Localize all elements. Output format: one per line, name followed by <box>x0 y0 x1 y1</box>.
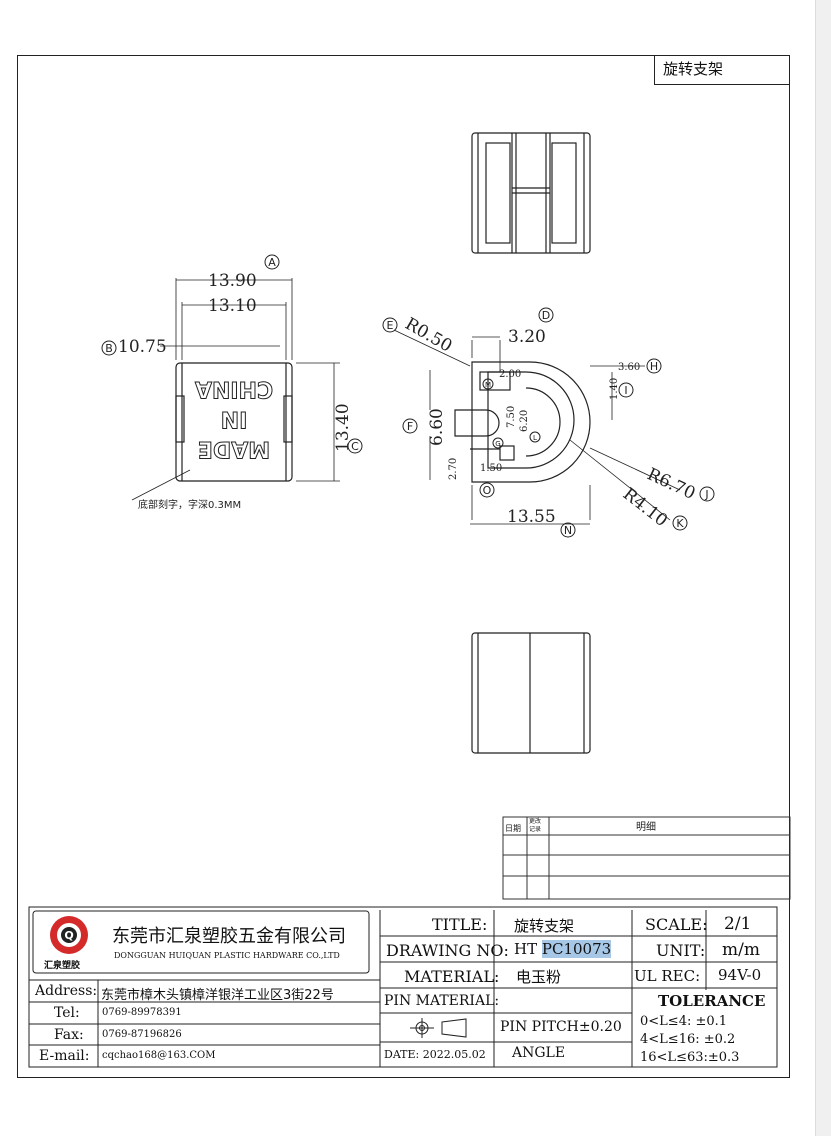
marker-b: B <box>105 342 113 355</box>
dim-g: 2.70 <box>448 458 459 480</box>
pin-pitch: PIN PITCH±0.20 <box>500 1019 622 1035</box>
tel-label: Tel: <box>54 1005 80 1021</box>
fax-value: 0769-87196826 <box>102 1029 182 1040</box>
drawing-sheet-border <box>17 55 790 1078</box>
tolerance-label: TOLERANCE <box>658 992 766 1010</box>
material-label: MATERIAL: <box>404 967 500 986</box>
dim-h: 3.60 <box>618 362 640 373</box>
ul-rec-label: UL REC: <box>634 967 701 985</box>
marker-d: D <box>542 309 550 322</box>
company-name-cn: 东莞市汇泉塑胶五金有限公司 <box>112 926 346 947</box>
tolerance-row-2: 4<L≤16: ±0.2 <box>640 1032 736 1047</box>
marker-e: E <box>387 319 394 332</box>
engraving-in: IN <box>221 406 248 431</box>
material-value: 电玉粉 <box>516 968 562 986</box>
company-name-en: DONGGUAN HUIQUAN PLASTIC HARDWARE CO.,LT… <box>114 951 340 960</box>
dim-f3: 6.20 <box>519 410 530 432</box>
dim-m: 2.00 <box>499 369 521 380</box>
email-label: E-mail: <box>39 1048 90 1064</box>
logo-text: 汇泉塑胶 <box>44 961 81 971</box>
marker-j: J <box>704 488 708 501</box>
address-label: Address: <box>35 983 98 999</box>
vertical-scrollbar[interactable] <box>815 0 831 1136</box>
marker-c: C <box>351 440 359 453</box>
dim-i: 1.40 <box>609 378 620 400</box>
ul-rec-value: 94V-0 <box>718 966 762 984</box>
engraving-made: MADE <box>198 436 270 461</box>
marker-o: O <box>483 484 492 497</box>
title-value: 旋转支架 <box>514 917 575 935</box>
dim-f2: 7.50 <box>506 406 517 428</box>
engraving-note: 底部刻字，字深0.3MM <box>138 498 241 511</box>
svg-text:Q: Q <box>64 929 73 942</box>
unit-label: UNIT: <box>656 941 706 960</box>
company-logo-icon: Q <box>50 916 88 954</box>
front-view <box>175 362 293 482</box>
side-view <box>454 361 591 483</box>
dim-j: R6.70 <box>644 464 698 504</box>
marker-a: A <box>268 256 276 269</box>
drawing-date: DATE: 2022.05.02 <box>384 1048 486 1061</box>
dim-c: 13.40 <box>333 403 353 452</box>
rev-record-label: 记录 <box>529 825 541 833</box>
fax-label: Fax: <box>54 1027 84 1043</box>
dim-a-inner: 13.10 <box>208 296 257 316</box>
tolerance-row-3: 16<L≤63:±0.3 <box>640 1050 740 1065</box>
drawing-no-label: DRAWING NO: <box>386 941 509 960</box>
scale-value: 2/1 <box>724 914 752 934</box>
dim-n: 13.55 <box>507 507 556 527</box>
marker-i: I <box>624 384 627 397</box>
projection-symbol-icon <box>410 1018 467 1038</box>
rev-detail-label: 明细 <box>636 820 656 833</box>
dim-e: R0.50 <box>402 314 456 357</box>
dim-f: 6.60 <box>427 408 447 446</box>
top-view <box>471 132 591 254</box>
marker-m: M <box>485 381 491 389</box>
marker-f: F <box>407 420 413 433</box>
rev-date-label: 日期 <box>505 824 521 833</box>
email-value: cqchao168@163.COM <box>102 1050 216 1061</box>
dim-o: 1.50 <box>480 463 502 474</box>
marker-g: G <box>495 440 500 448</box>
dim-b: 10.75 <box>118 337 167 357</box>
dim-d: 3.20 <box>508 327 546 347</box>
drawing-no-selected-text[interactable]: PC10073 <box>541 940 612 958</box>
angle-label: ANGLE <box>512 1045 566 1061</box>
tel-value: 0769-89978391 <box>102 1007 182 1018</box>
marker-k: K <box>676 517 684 530</box>
title-label: TITLE: <box>432 915 488 934</box>
engraving-china: CHINA <box>195 376 273 401</box>
rev-change-label: 更改 <box>529 817 541 825</box>
drawing-no-value[interactable]: HT PC10073 <box>514 940 612 958</box>
scale-label: SCALE: <box>645 915 708 934</box>
tolerance-row-1: 0<L≤4: ±0.1 <box>640 1014 728 1029</box>
bottom-view <box>471 632 591 754</box>
pin-material-label: PIN MATERIAL: <box>384 993 500 1009</box>
marker-n: N <box>564 524 572 537</box>
marker-h: H <box>650 360 658 373</box>
part-name-box: 旋转支架 <box>654 55 790 85</box>
unit-value: m/m <box>722 940 760 960</box>
address-value: 东莞市樟木头镇樟洋银洋工业区3街22号 <box>101 988 334 1003</box>
dim-a-outer: 13.90 <box>208 271 257 291</box>
marker-l: L <box>533 434 537 442</box>
